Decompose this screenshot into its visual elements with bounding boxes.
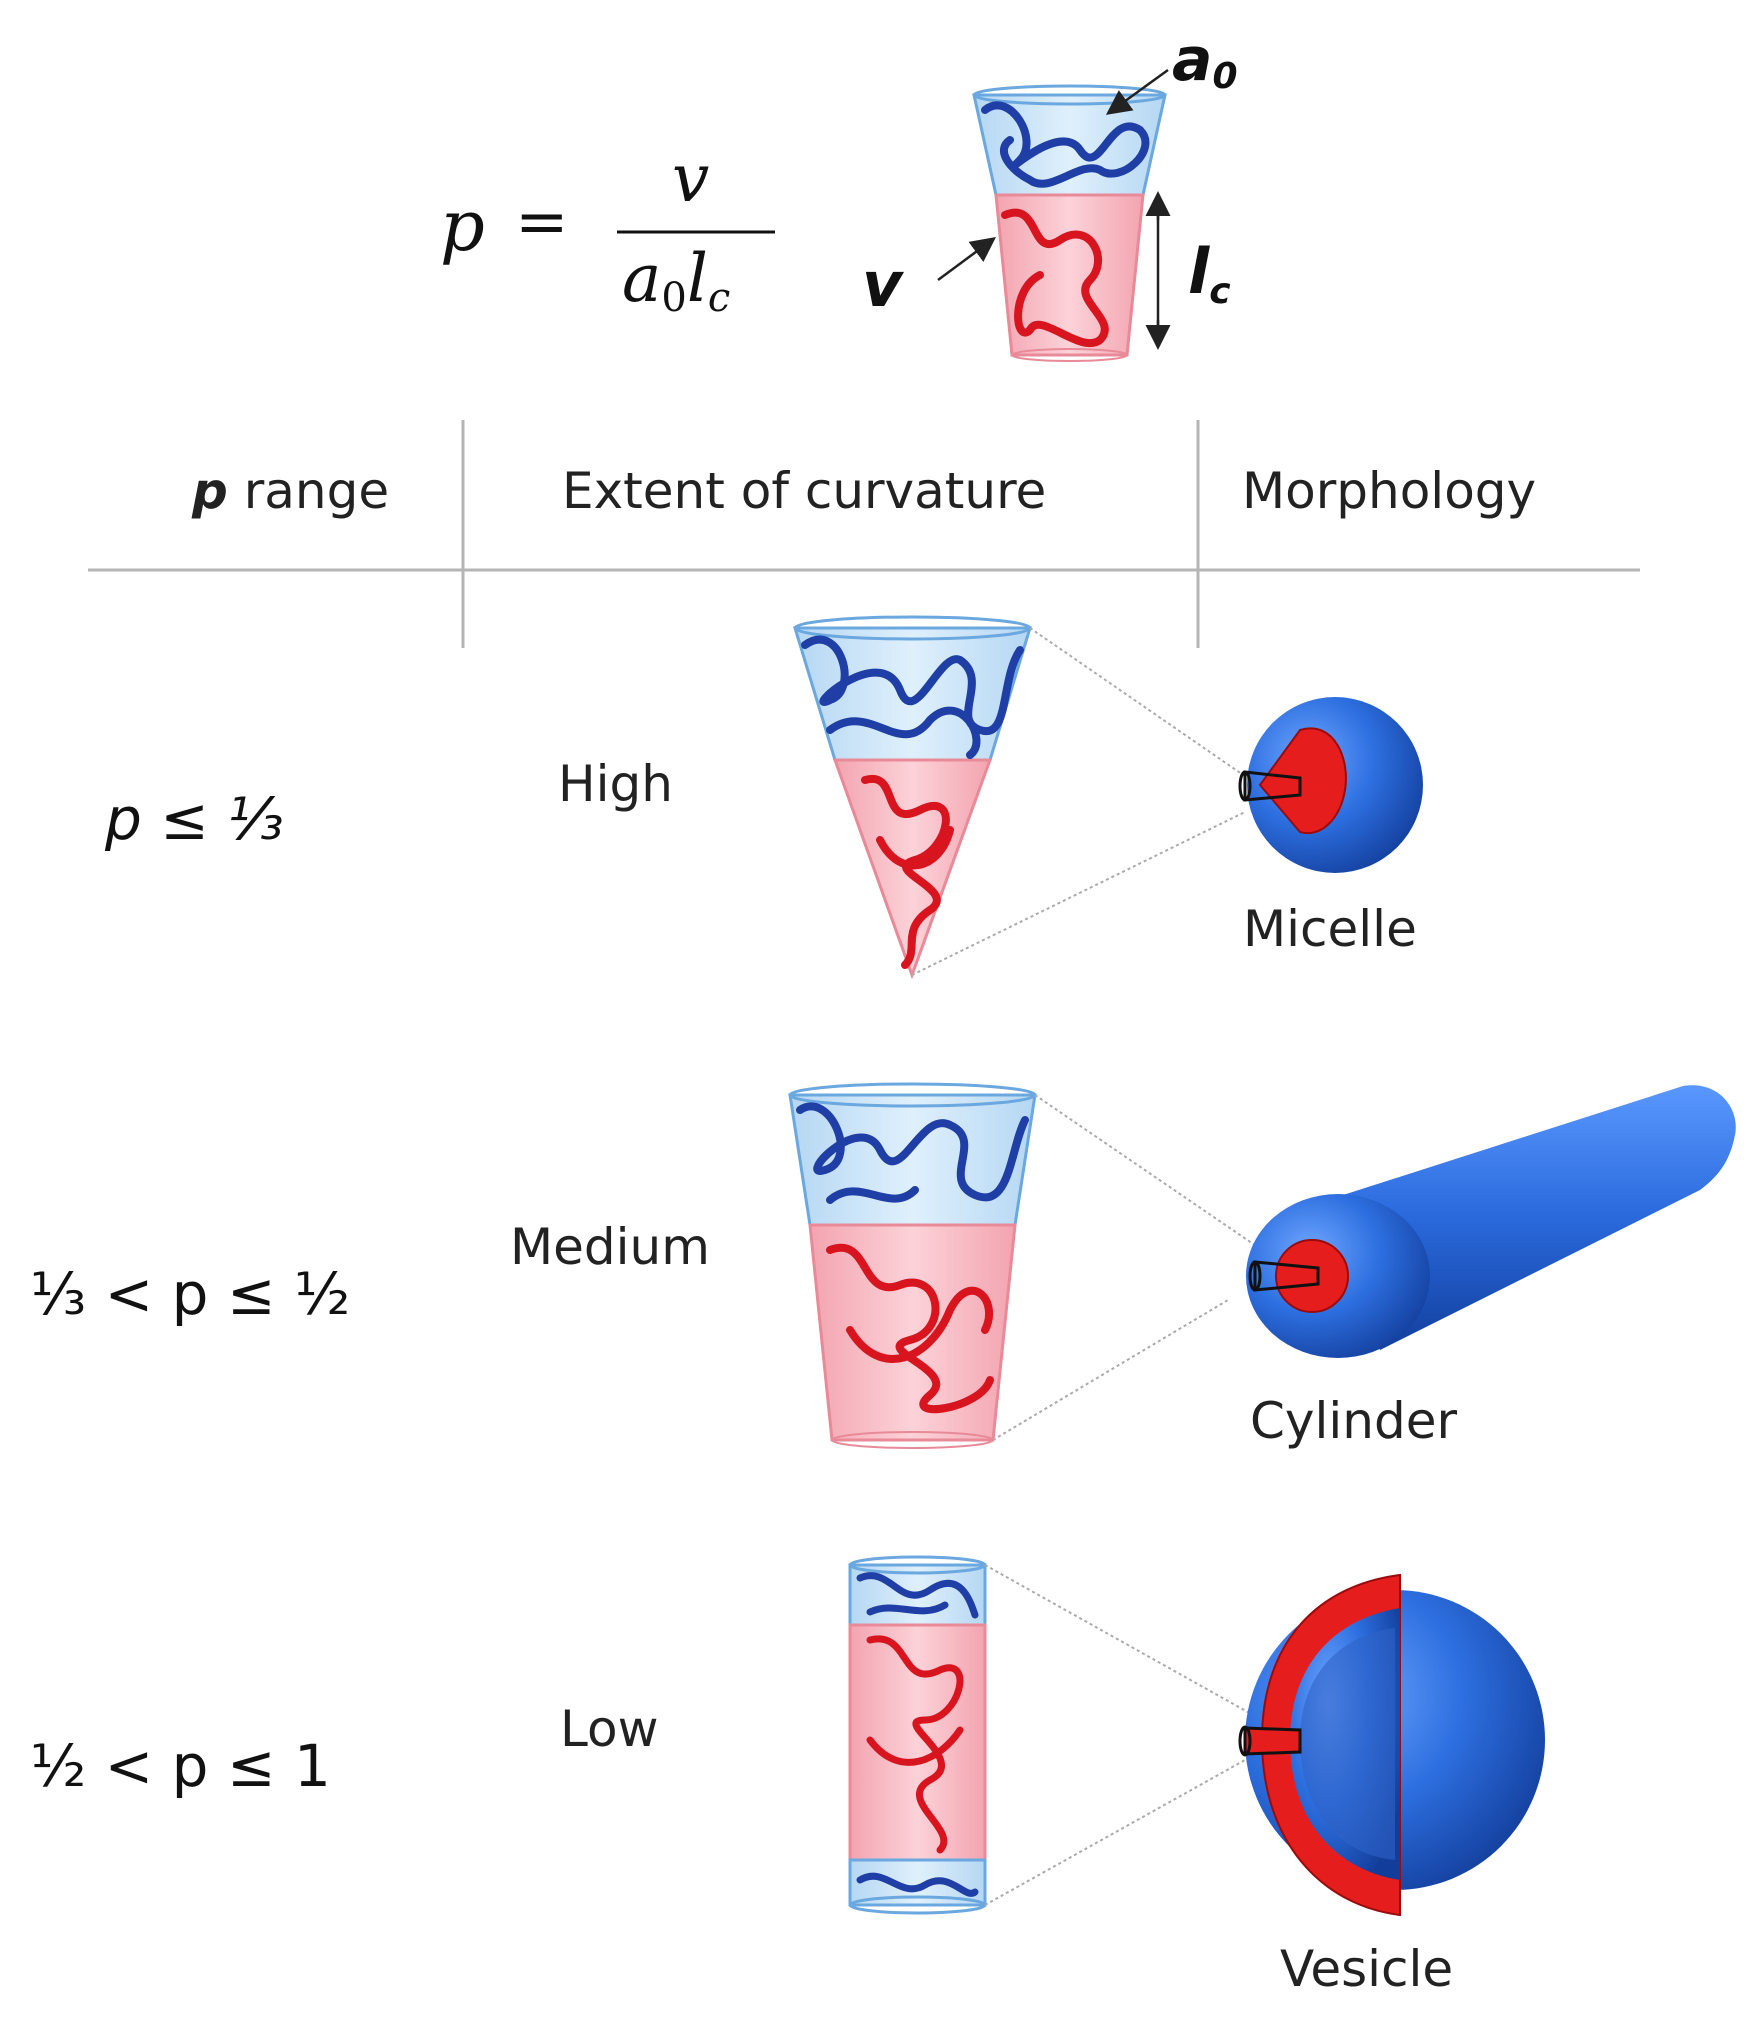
vesicle-graphic: [1238, 1573, 1545, 1917]
row2-range: ⅓ < p ≤ ½: [30, 1260, 351, 1328]
cone-medium: [788, 1082, 1037, 1449]
a0-letter: a: [1172, 25, 1213, 95]
header-morphology: Morphology: [1242, 462, 1537, 520]
row1-curvature: High: [558, 755, 673, 813]
formula-numerator: v: [672, 140, 710, 217]
formula-denominator: a0lc: [622, 240, 730, 321]
a0-arrow: [1105, 68, 1169, 115]
a0-sub: 0: [1212, 56, 1238, 97]
cone-high: [792, 615, 1033, 980]
row3-morphology: Vesicle: [1280, 1940, 1454, 1998]
header-p-rest: range: [227, 462, 390, 520]
v-label: v: [862, 248, 903, 321]
formula-equals: =: [515, 185, 569, 259]
header-p-symbol: p: [192, 462, 228, 520]
top-schematic-cone: [972, 84, 1167, 362]
formula-p: p: [440, 185, 485, 267]
lc-label: lc: [1188, 235, 1231, 312]
row3-range: ½ < p ≤ 1: [30, 1732, 331, 1800]
lc-sub: c: [1209, 271, 1231, 312]
formula-den-l: l: [686, 240, 708, 317]
formula-den-l-sub: c: [707, 275, 731, 321]
header-p-range: p range: [192, 462, 389, 520]
row1-range: p ≤ ⅓: [105, 785, 284, 853]
row3-curvature: Low: [560, 1700, 659, 1758]
row2-curvature: Medium: [510, 1218, 710, 1276]
formula-den-a: a: [622, 240, 662, 317]
micelle-graphic: [1238, 697, 1423, 873]
cone-low: [848, 1555, 987, 1915]
v-arrow: [937, 237, 997, 282]
row2-morphology: Cylinder: [1250, 1392, 1458, 1450]
cylinder-graphic: [1246, 1085, 1736, 1358]
header-curvature: Extent of curvature: [562, 462, 1047, 520]
row1-morphology: Micelle: [1243, 900, 1417, 958]
a0-label: a0: [1172, 25, 1238, 97]
lc-letter: l: [1188, 235, 1210, 308]
formula-den-a-sub: 0: [661, 275, 687, 321]
